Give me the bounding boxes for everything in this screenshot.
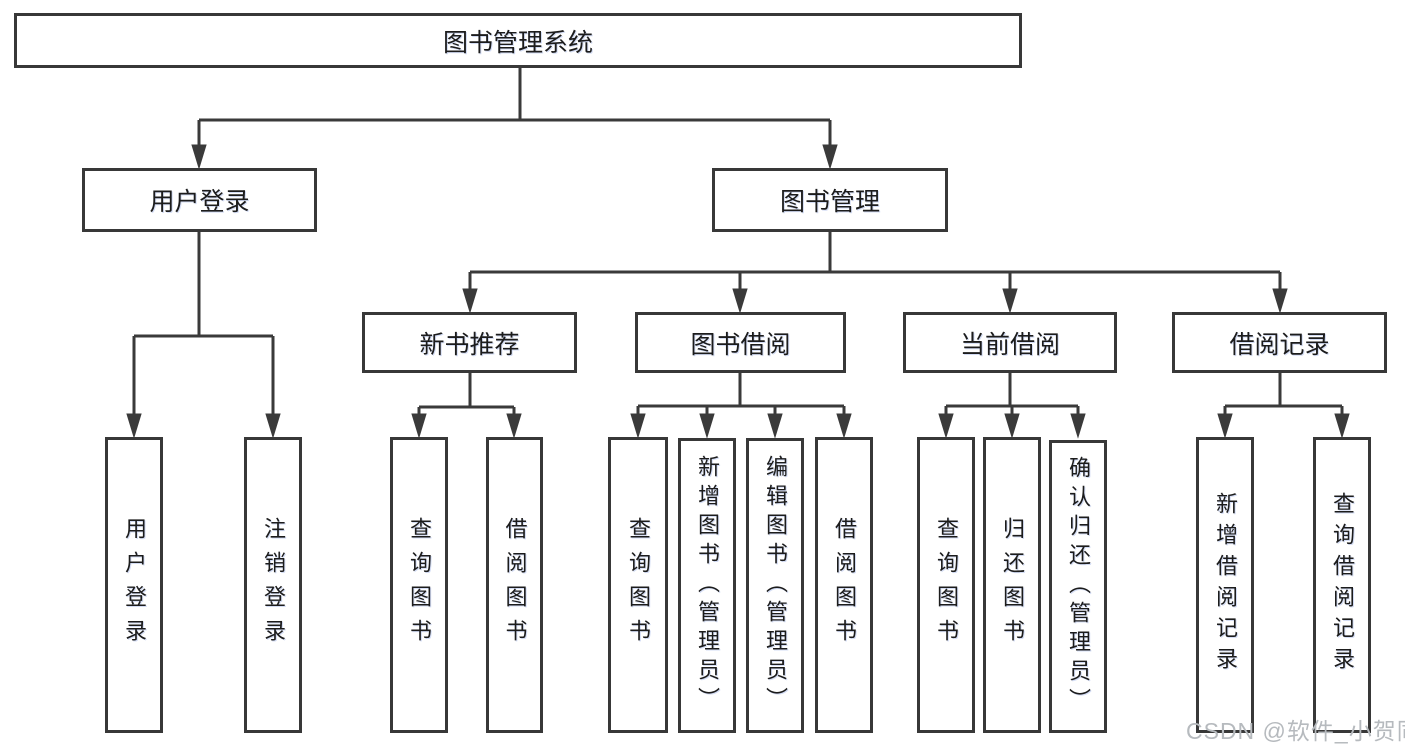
leaf-cb-return-books: 归还图书 [983,437,1041,733]
node-label: 注销登录 [261,517,286,653]
leaf-bb-borrow-books: 借阅图书 [815,437,873,733]
node-label: 当前借阅 [959,330,1060,359]
leaf-user-login: 用户登录 [105,437,163,733]
leaf-cb-confirm-return-admin: 确认归还（管理员） [1049,440,1107,733]
connector-user-login-children [126,232,281,439]
node-label: 借阅图书 [502,517,528,653]
connector-root-to-level2 [191,68,838,170]
node-label: 用户登录 [122,517,147,653]
leaf-nbr-query-books: 查询图书 [390,437,448,733]
leaf-cb-query-books: 查询图书 [917,437,975,733]
node-new-book-recommend: 新书推荐 [362,312,577,373]
node-book-borrowing: 图书借阅 [635,312,846,373]
connector-borrowing-records-children [1217,373,1350,439]
node-library-management-system: 图书管理系统 [14,13,1022,68]
leaf-bb-query-books: 查询图书 [608,437,668,733]
node-label: 确认归还（管理员） [1066,456,1091,717]
node-label: 查询图书 [407,517,432,653]
leaf-logout-login: 注销登录 [244,437,302,733]
node-label: 编辑图书（管理员） [763,455,788,716]
node-label: 新增借阅记录 [1213,492,1238,678]
node-label: 图书借阅 [690,330,791,359]
node-label: 图书管理 [779,188,880,216]
leaf-nbr-borrow-books: 借阅图书 [486,437,543,733]
node-label: 借阅图书 [832,517,857,653]
node-label: 归还图书 [1000,517,1025,653]
leaf-br-add-borrow-record: 新增借阅记录 [1196,437,1254,733]
node-label: 查询借阅记录 [1330,492,1355,678]
node-label: 查询图书 [626,517,651,653]
connector-current-borrowing-children [938,373,1086,439]
leaf-br-query-borrow-record: 查询借阅记录 [1313,437,1371,733]
node-label: 新书推荐 [419,330,520,359]
node-label: 图书管理系统 [442,28,593,57]
leaf-bb-add-books-admin: 新增图书（管理员） [678,438,736,733]
watermark: CSDN @软件_小贺同学 [1186,718,1405,744]
node-current-borrowing: 当前借阅 [903,312,1117,373]
node-label: 借阅记录 [1229,330,1330,359]
connector-new-book-recommend-children [411,373,522,439]
node-label: 新增图书（管理员） [695,455,720,716]
leaf-bb-edit-books-admin: 编辑图书（管理员） [746,438,804,733]
node-book-management: 图书管理 [712,168,948,232]
node-label: 查询图书 [934,517,959,653]
node-user-login-group: 用户登录 [82,168,317,232]
connector-book-borrowing-children [630,373,852,439]
node-borrowing-records: 借阅记录 [1172,312,1387,373]
connector-book-management-children [462,232,1288,314]
node-label: 用户登录 [149,188,250,216]
